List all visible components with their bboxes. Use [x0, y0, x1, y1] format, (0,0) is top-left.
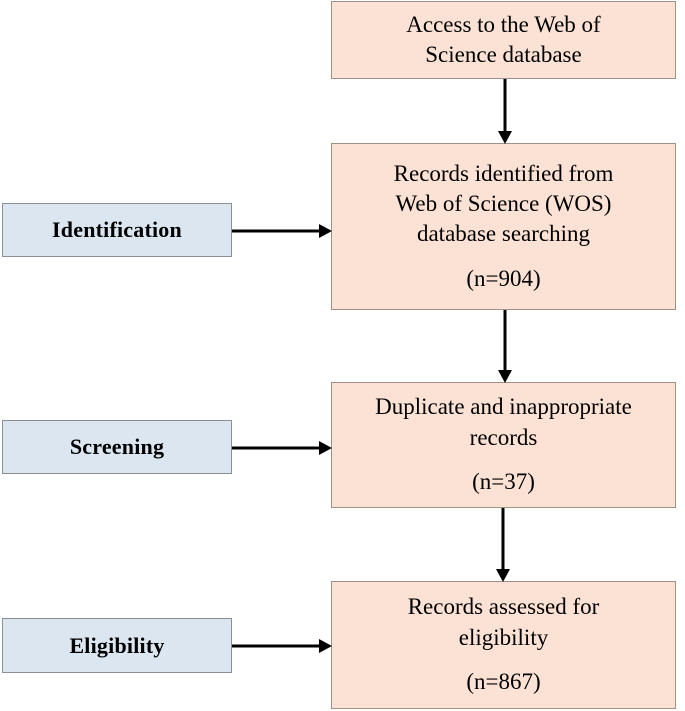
- arrow-head-down-icon: [498, 131, 512, 144]
- process-box-line: database searching: [416, 221, 591, 247]
- arrow-shaft: [232, 446, 320, 449]
- record-count: (n=867): [466, 669, 541, 695]
- process-box-line: Records assessed for: [407, 594, 600, 620]
- arrow-shaft: [503, 310, 507, 370]
- process-box-duplicate-inappropriate-records: Duplicate and inappropriate records (n=3…: [331, 382, 676, 508]
- process-box-line: Records identified from: [393, 160, 614, 186]
- arrow-shaft: [232, 229, 320, 232]
- stage-box-eligibility: Eligibility: [2, 618, 232, 673]
- arrow-head-right-icon: [319, 440, 332, 455]
- arrow-access-to-records: [490, 79, 520, 144]
- process-box-line: Science database: [425, 42, 582, 67]
- arrow-identification-to-records: [232, 220, 332, 241]
- process-box-access-to-web-of-science: Access to the Web of Science database: [331, 1, 676, 79]
- arrow-head-right-icon: [319, 223, 332, 238]
- arrow-head-down-icon: [496, 569, 510, 582]
- stage-box-label: Identification: [52, 217, 182, 242]
- stage-box-screening: Screening: [2, 420, 232, 474]
- process-box-records-identified: Records identified from Web of Science (…: [331, 143, 676, 310]
- stage-box-label: Screening: [69, 434, 165, 459]
- arrow-screening-to-duplicate: [232, 437, 332, 458]
- record-count: (n=37): [472, 469, 535, 495]
- record-count: (n=904): [466, 265, 541, 291]
- arrow-eligibility-to-assessed: [232, 635, 332, 656]
- process-box-records-assessed-for-eligibility: Records assessed for eligibility (n=867): [331, 581, 676, 709]
- arrow-shaft: [501, 508, 505, 569]
- process-box-line: eligibility: [458, 624, 549, 650]
- process-box-line: Web of Science (WOS): [395, 191, 612, 217]
- process-box-line: records: [469, 424, 538, 450]
- process-box-line: Duplicate and inappropriate: [375, 394, 632, 420]
- arrow-records-to-duplicate: [490, 310, 520, 383]
- arrow-shaft: [232, 644, 320, 647]
- arrow-head-right-icon: [319, 638, 332, 653]
- process-box-line: Access to the Web of: [406, 11, 601, 37]
- stage-box-label: Eligibility: [69, 632, 165, 658]
- arrow-duplicate-to-assessed: [488, 508, 518, 582]
- arrow-head-down-icon: [498, 370, 512, 383]
- arrow-shaft: [503, 79, 507, 131]
- stage-box-identification: Identification: [2, 203, 232, 257]
